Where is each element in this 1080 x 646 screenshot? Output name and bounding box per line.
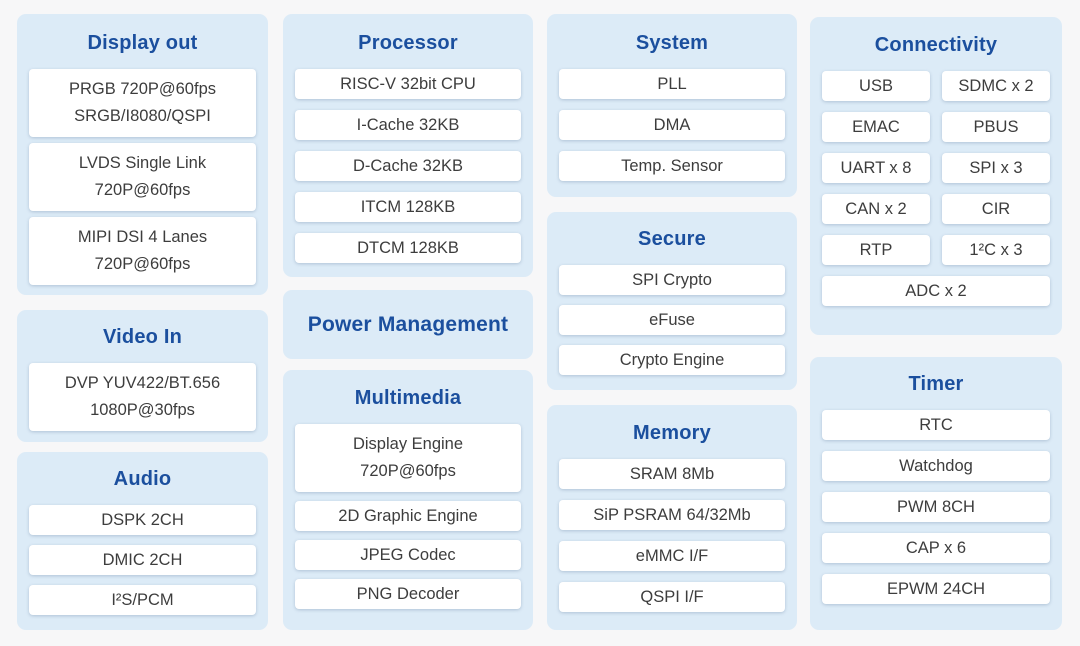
feature-box-dtcm: DTCM 128KB — [295, 233, 521, 263]
power-management-title-wrap: Power Management — [283, 290, 533, 359]
connectivity-grid: USB SDMC x 2 EMAC PBUS UART x 8 SPI x 3 … — [810, 57, 1062, 306]
video-in-boxes: DVP YUV422/BT.656 1080P@30fps — [17, 349, 268, 431]
feature-box-i2s-pcm: I²S/PCM — [29, 585, 256, 615]
feature-box-i2c: 1²C x 3 — [942, 235, 1050, 265]
panel-title-memory: Memory — [633, 422, 711, 444]
feature-box-pbus: PBUS — [942, 112, 1050, 142]
feature-box-dspk: DSPK 2CH — [29, 505, 256, 535]
feature-box-display-engine: Display Engine 720P@60fps — [295, 424, 521, 492]
feature-box-dmic: DMIC 2CH — [29, 545, 256, 575]
feature-box-spi-crypto: SPI Crypto — [559, 265, 785, 295]
panel-processor: Processor RISC-V 32bit CPU I-Cache 32KB … — [283, 14, 533, 277]
feature-box-dma: DMA — [559, 110, 785, 140]
feature-box-usb: USB — [822, 71, 930, 101]
feature-box-2d-graphic-engine: 2D Graphic Engine — [295, 501, 521, 531]
panel-title-system: System — [635, 32, 709, 54]
feature-box-sram: SRAM 8Mb — [559, 459, 785, 489]
memory-boxes: SRAM 8Mb SiP PSRAM 64/32Mb eMMC I/F QSPI… — [547, 445, 797, 612]
panel-title-connectivity: Connectivity — [874, 34, 998, 56]
panel-title-processor: Processor — [358, 32, 458, 54]
audio-boxes: DSPK 2CH DMIC 2CH I²S/PCM — [17, 491, 268, 615]
feature-box-riscv-cpu: RISC-V 32bit CPU — [295, 69, 521, 99]
panel-title-multimedia: Multimedia — [354, 387, 462, 409]
panel-memory: Memory SRAM 8Mb SiP PSRAM 64/32Mb eMMC I… — [547, 405, 797, 630]
panel-connectivity: Connectivity USB SDMC x 2 EMAC PBUS UART… — [810, 17, 1062, 335]
panel-multimedia: Multimedia Display Engine 720P@60fps 2D … — [283, 370, 533, 630]
feature-line: 720P@60fps — [94, 255, 191, 273]
feature-line: 720P@60fps — [94, 181, 191, 199]
feature-box-crypto-engine: Crypto Engine — [559, 345, 785, 375]
feature-box-emac: EMAC — [822, 112, 930, 142]
display-out-boxes: PRGB 720P@60fps SRGB/I8080/QSPI LVDS Sin… — [17, 55, 268, 285]
feature-line: DVP YUV422/BT.656 — [64, 374, 221, 392]
feature-box-uart: UART x 8 — [822, 153, 930, 183]
feature-line: 720P@60fps — [360, 462, 456, 480]
panel-timer: Timer RTC Watchdog PWM 8CH CAP x 6 EPWM … — [810, 357, 1062, 630]
panel-title-audio: Audio — [113, 468, 172, 490]
feature-box-qspi: QSPI I/F — [559, 582, 785, 612]
panel-title-power-management: Power Management — [307, 312, 509, 336]
feature-box-sip-psram: SiP PSRAM 64/32Mb — [559, 500, 785, 530]
feature-box-dcache: D-Cache 32KB — [295, 151, 521, 181]
panel-power-management: Power Management — [283, 290, 533, 359]
feature-box-cap: CAP x 6 — [822, 533, 1050, 563]
feature-box-rtp: RTP — [822, 235, 930, 265]
feature-line: PRGB 720P@60fps — [69, 80, 216, 98]
feature-box-cir: CIR — [942, 194, 1050, 224]
feature-box-lvds: LVDS Single Link 720P@60fps — [29, 143, 256, 211]
feature-box-png-decoder: PNG Decoder — [295, 579, 521, 609]
system-boxes: PLL DMA Temp. Sensor — [547, 55, 797, 181]
feature-line: MIPI DSI 4 Lanes — [77, 228, 208, 246]
panel-system: System PLL DMA Temp. Sensor — [547, 14, 797, 197]
panel-video-in: Video In DVP YUV422/BT.656 1080P@30fps — [17, 310, 268, 442]
feature-line: SRGB/I8080/QSPI — [74, 107, 211, 125]
secure-boxes: SPI Crypto eFuse Crypto Engine — [547, 251, 797, 375]
feature-box-can: CAN x 2 — [822, 194, 930, 224]
multimedia-boxes: Display Engine 720P@60fps 2D Graphic Eng… — [283, 410, 533, 609]
panel-audio: Audio DSPK 2CH DMIC 2CH I²S/PCM — [17, 452, 268, 630]
processor-boxes: RISC-V 32bit CPU I-Cache 32KB D-Cache 32… — [283, 55, 533, 263]
feature-line: Display Engine — [352, 435, 464, 453]
feature-box-watchdog: Watchdog — [822, 451, 1050, 481]
feature-box-pwm: PWM 8CH — [822, 492, 1050, 522]
feature-box-spi: SPI x 3 — [942, 153, 1050, 183]
feature-box-itcm: ITCM 128KB — [295, 192, 521, 222]
feature-box-temp-sensor: Temp. Sensor — [559, 151, 785, 181]
feature-box-mipi-dsi: MIPI DSI 4 Lanes 720P@60fps — [29, 217, 256, 285]
feature-box-emmc: eMMC I/F — [559, 541, 785, 571]
feature-box-sdmc: SDMC x 2 — [942, 71, 1050, 101]
panel-title-timer: Timer — [908, 373, 964, 395]
feature-line: 1080P@30fps — [90, 401, 195, 419]
timer-boxes: RTC Watchdog PWM 8CH CAP x 6 EPWM 24CH — [810, 396, 1062, 604]
panel-title-video-in: Video In — [102, 326, 183, 348]
feature-box-jpeg-codec: JPEG Codec — [295, 540, 521, 570]
feature-box-adc: ADC x 2 — [822, 276, 1050, 306]
panel-title-secure: Secure — [638, 228, 706, 250]
feature-box-prgb: PRGB 720P@60fps SRGB/I8080/QSPI — [29, 69, 256, 137]
feature-line: LVDS Single Link — [78, 154, 207, 172]
feature-box-pll: PLL — [559, 69, 785, 99]
feature-box-rtc: RTC — [822, 410, 1050, 440]
panel-secure: Secure SPI Crypto eFuse Crypto Engine — [547, 212, 797, 390]
feature-box-icache: I-Cache 32KB — [295, 110, 521, 140]
feature-box-epwm: EPWM 24CH — [822, 574, 1050, 604]
panel-title-display-out: Display out — [87, 32, 198, 54]
feature-box-efuse: eFuse — [559, 305, 785, 335]
panel-display-out: Display out PRGB 720P@60fps SRGB/I8080/Q… — [17, 14, 268, 295]
feature-box-dvp: DVP YUV422/BT.656 1080P@30fps — [29, 363, 256, 431]
